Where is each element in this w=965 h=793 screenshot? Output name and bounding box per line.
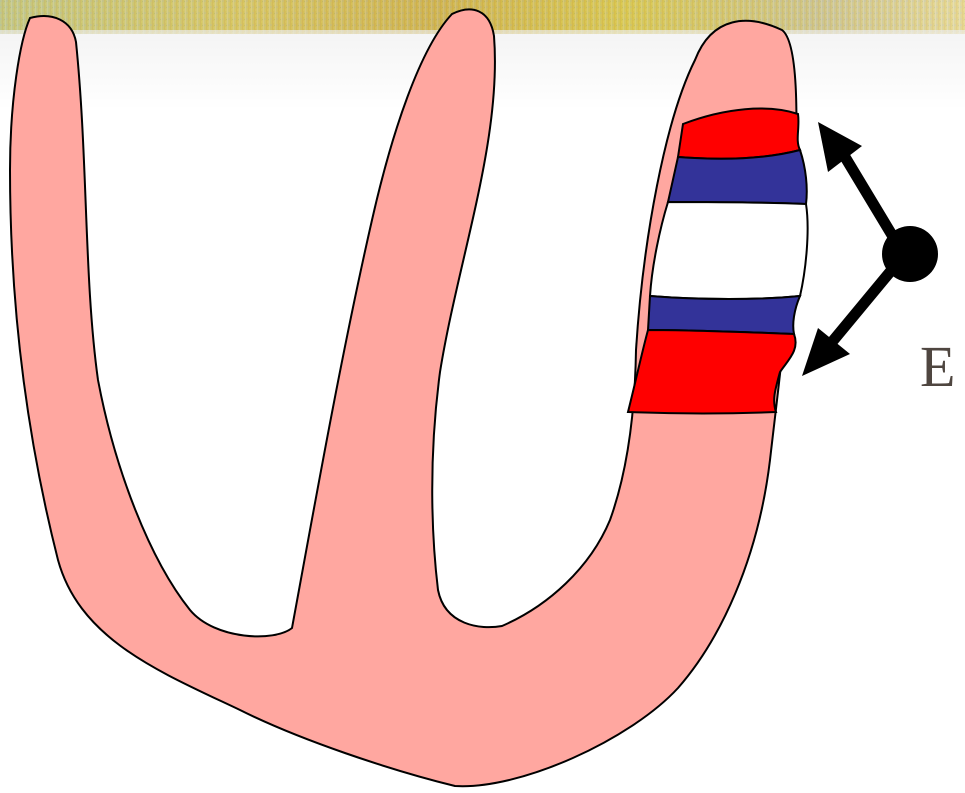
pivot-dot (882, 226, 938, 282)
band-blue-bottom (648, 296, 800, 334)
band-white-middle (650, 202, 808, 299)
arrow-shaft-lower (832, 266, 895, 342)
arrow-shaft-upper (842, 152, 895, 240)
label-e: E (920, 338, 955, 396)
band-blue-top (668, 150, 807, 204)
band-red-bottom (628, 330, 796, 414)
